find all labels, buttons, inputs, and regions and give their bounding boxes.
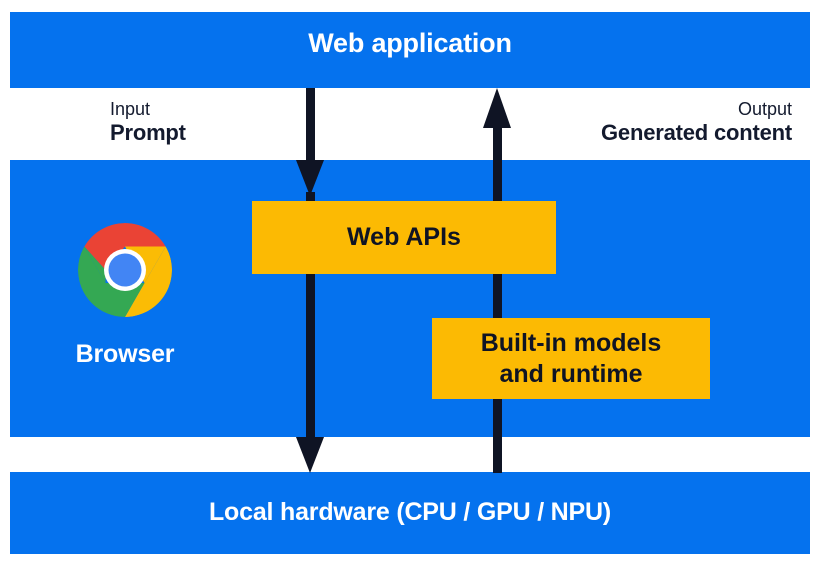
output-annotation: Output Generated content xyxy=(601,99,792,146)
built-in-models-line-1: Built-in models xyxy=(480,329,662,357)
local-hardware-band xyxy=(10,472,810,554)
built-in-models-line-2: and runtime xyxy=(499,359,643,388)
output-kind-label: Output xyxy=(737,99,792,119)
chrome-logo-icon xyxy=(78,223,172,317)
browser-identity: Browser xyxy=(40,222,210,367)
web-apis-label: Web APIs xyxy=(347,223,461,252)
input-value-label: Prompt xyxy=(110,120,186,146)
output-value-label: Generated content xyxy=(601,120,792,146)
input-kind-label: Input xyxy=(110,99,151,119)
browser-label: Browser xyxy=(75,340,175,368)
web-apis-box[interactable]: Web APIs xyxy=(252,201,556,274)
web-application-band xyxy=(10,12,810,88)
web-application-label: Web application xyxy=(308,28,512,58)
built-in-models-label: Built-in models and runtime xyxy=(481,328,662,389)
built-in-models-box[interactable]: Built-in models and runtime xyxy=(432,318,710,399)
input-annotation: Input Prompt xyxy=(110,99,186,146)
local-hardware-label: Local hardware (CPU / GPU / NPU) xyxy=(208,498,611,526)
